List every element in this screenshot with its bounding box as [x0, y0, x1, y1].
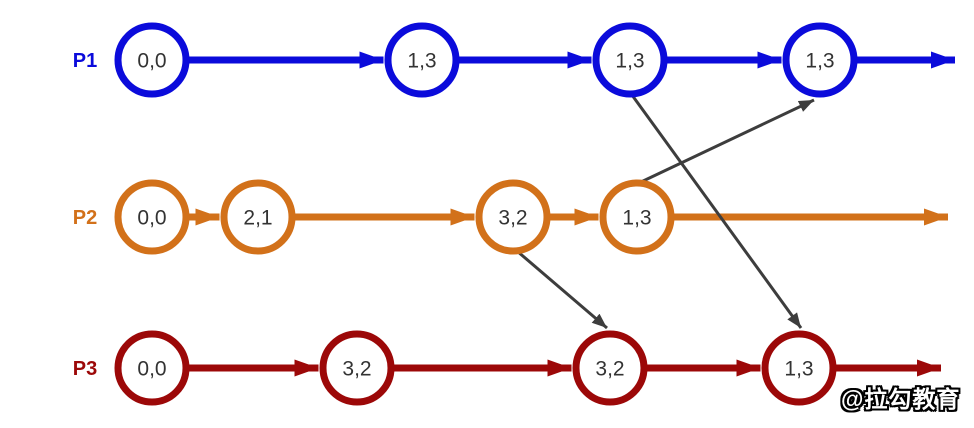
timeline-P2-label: P2 — [73, 207, 97, 229]
node-P1-2: 1,3 — [384, 22, 460, 98]
node-P1-3-circle — [592, 22, 668, 98]
node-P2-1-circle — [114, 179, 190, 255]
node-P2-1-value: 0,0 — [137, 206, 166, 229]
node-P1-4-circle — [782, 22, 858, 98]
node-P2-2-circle — [220, 179, 296, 255]
node-P3-4: 1,3 — [761, 330, 837, 406]
node-P3-4-value: 1,3 — [784, 357, 813, 380]
timeline-lines — [184, 51, 955, 377]
node-P3-2: 3,2 — [319, 330, 395, 406]
node-P2-2: 2,1 — [220, 179, 296, 255]
node-P3-2-circle — [319, 330, 395, 406]
message-arrow-P1-3-to-P3-4 — [630, 94, 803, 329]
node-P3-3-value: 3,2 — [595, 357, 624, 380]
node-P2-4: 1,3 — [599, 179, 675, 255]
node-P1-1: 0,0 — [114, 22, 190, 98]
node-P3-3-circle — [572, 330, 648, 406]
node-P3-3: 3,2 — [572, 330, 648, 406]
timeline-P1-label: P1 — [73, 50, 97, 72]
node-P1-2-value: 1,3 — [407, 49, 436, 72]
message-arrow-P2-4-to-P1-4 — [640, 98, 815, 184]
node-P1-3: 1,3 — [592, 22, 668, 98]
node-P2-3-circle — [475, 179, 551, 255]
node-P2-4-value: 1,3 — [622, 206, 651, 229]
node-P1-4-value: 1,3 — [805, 49, 834, 72]
message-arrow-P2-3-to-P3-3 — [516, 249, 608, 330]
node-P2-1: 0,0 — [114, 179, 190, 255]
node-P3-1-value: 0,0 — [137, 357, 166, 380]
node-P2-3-value: 3,2 — [498, 206, 527, 229]
node-P2-3: 3,2 — [475, 179, 551, 255]
watermark: @拉勾教育 — [841, 386, 961, 412]
node-P1-2-circle — [384, 22, 460, 98]
timeline-P3-label: P3 — [73, 358, 97, 380]
node-P1-3-value: 1,3 — [615, 49, 644, 72]
node-P2-2-value: 2,1 — [243, 206, 272, 229]
node-P3-1: 0,0 — [114, 330, 190, 406]
node-P3-2-value: 3,2 — [342, 357, 371, 380]
node-P1-1-value: 0,0 — [137, 49, 166, 72]
node-P3-1-circle — [114, 330, 190, 406]
node-P3-4-circle — [761, 330, 837, 406]
message-arrows — [516, 94, 815, 330]
node-P1-1-circle — [114, 22, 190, 98]
node-P2-4-circle — [599, 179, 675, 255]
node-P1-4: 1,3 — [782, 22, 858, 98]
